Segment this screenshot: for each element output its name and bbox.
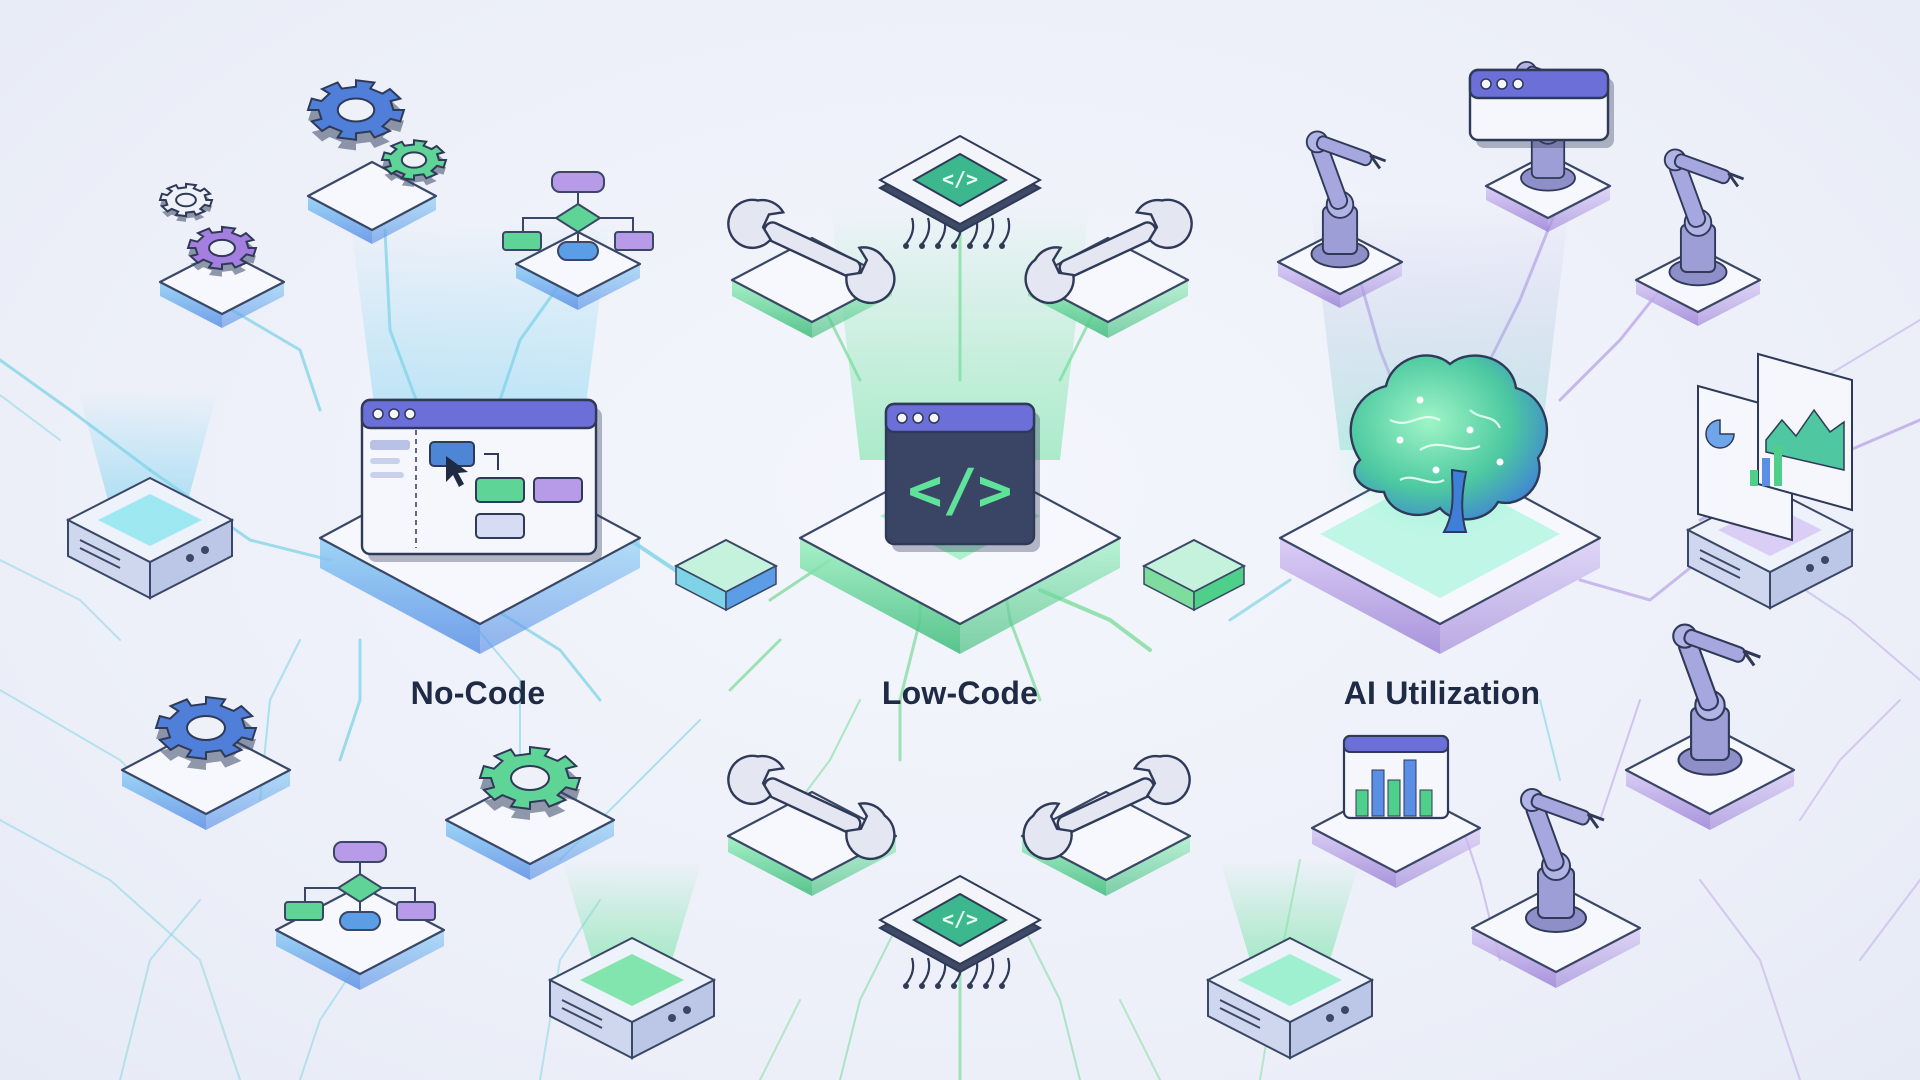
robot-arm-icon bbox=[1520, 788, 1605, 933]
circuit-trace bbox=[1799, 699, 1901, 821]
light-beam bbox=[562, 860, 702, 960]
monitor-window-icon bbox=[1468, 68, 1614, 148]
dashboard-icon bbox=[1697, 352, 1853, 542]
light-beam bbox=[1220, 860, 1360, 960]
wrench-icon bbox=[727, 754, 896, 861]
circuit-trace bbox=[759, 999, 801, 1080]
circuit-trace bbox=[1019, 919, 1081, 1080]
gear-icon bbox=[380, 139, 448, 187]
circuit-trace bbox=[1819, 319, 1920, 381]
circuit-trace bbox=[1228, 578, 1292, 622]
circuit-trace bbox=[0, 559, 121, 641]
circuit-trace bbox=[728, 638, 782, 692]
server-icon bbox=[1205, 936, 1375, 1060]
wrench-icon bbox=[727, 198, 896, 305]
gear-icon bbox=[158, 182, 214, 222]
light-beam bbox=[78, 390, 218, 500]
circuit-trace bbox=[119, 899, 201, 1080]
gear-icon bbox=[478, 745, 582, 820]
brain-icon bbox=[1349, 354, 1549, 533]
circuit-trace bbox=[1699, 879, 1801, 1080]
low-code-label: Low-Code bbox=[881, 675, 1039, 711]
robot-arm-icon bbox=[1305, 130, 1387, 269]
wrench-icon bbox=[1024, 198, 1193, 305]
ai-utilization-label: AI Utilization bbox=[1343, 675, 1541, 711]
server-icon bbox=[547, 936, 717, 1060]
chip-icon: </> bbox=[877, 134, 1043, 249]
circuit-trace bbox=[338, 638, 362, 762]
platform-tiles: </> </> </> bbox=[65, 60, 1855, 1060]
light-beam bbox=[830, 200, 1090, 460]
circuit-trace bbox=[1599, 699, 1641, 821]
circuit-trace bbox=[1578, 558, 1702, 602]
gear-icon bbox=[154, 695, 258, 770]
svg-text:</>: </> bbox=[942, 907, 978, 931]
wrench-icon bbox=[1022, 754, 1191, 861]
drag-drop-window-icon bbox=[360, 398, 602, 562]
bar-chart-icon bbox=[1342, 734, 1450, 820]
svg-text:</>: </> bbox=[942, 167, 978, 191]
platform-tile bbox=[1020, 790, 1192, 896]
gear-icon bbox=[306, 79, 406, 151]
server-icon bbox=[65, 476, 235, 600]
robot-arm-icon bbox=[1663, 148, 1745, 287]
flowchart-icon bbox=[502, 171, 654, 261]
circuit-trace bbox=[799, 699, 861, 801]
code-window-icon: </> bbox=[884, 402, 1040, 552]
no-code-label: No-Code bbox=[410, 675, 546, 711]
platform-tile bbox=[158, 248, 286, 328]
circuit-trace bbox=[0, 394, 61, 441]
circuit-trace bbox=[1119, 999, 1161, 1080]
platform-tile bbox=[514, 230, 642, 310]
circuit-trace bbox=[839, 919, 901, 1080]
chip-icon: </> bbox=[877, 874, 1043, 989]
circuit-trace bbox=[1038, 588, 1152, 652]
flowchart-icon bbox=[284, 841, 436, 931]
circuit-trace bbox=[1859, 879, 1920, 961]
gear-icon bbox=[186, 225, 258, 277]
robot-arm-icon bbox=[1672, 623, 1761, 776]
circuit-trace bbox=[0, 819, 241, 1080]
circuit-trace bbox=[1539, 699, 1561, 781]
svg-text:</>: </> bbox=[908, 456, 1013, 524]
circuit-trace bbox=[1558, 288, 1662, 402]
